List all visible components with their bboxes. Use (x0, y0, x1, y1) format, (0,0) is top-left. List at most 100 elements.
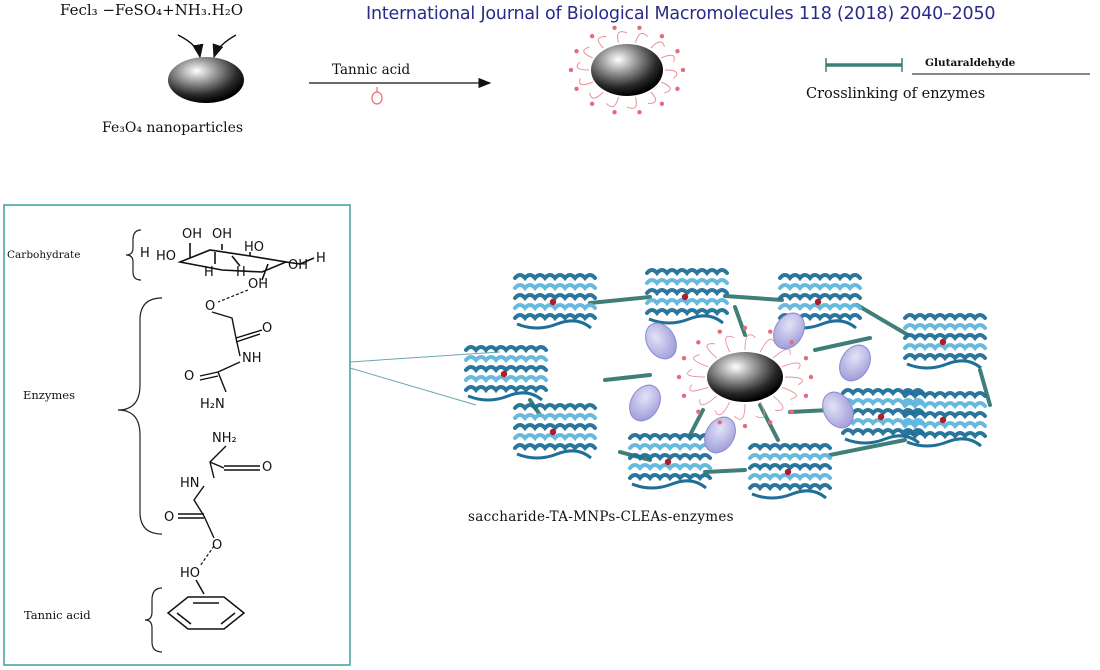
tannic-acid-dot (675, 49, 680, 54)
tannic-acid-petal (693, 354, 709, 368)
enzyme-protein (628, 433, 712, 490)
tannic-acid-dot (742, 325, 748, 331)
tannic-acid-petal (626, 97, 637, 109)
tannic-acid-petal (755, 401, 765, 419)
atom-label: H₂N (200, 397, 225, 412)
tannic-acid-dot (659, 101, 665, 107)
enzyme-protein (513, 403, 597, 460)
atom-label: OH (248, 277, 269, 292)
tannic-acid-dot (589, 101, 595, 107)
crosslink-bar (688, 408, 705, 437)
tannic-acid-petal (661, 54, 675, 62)
reagent-arrows (177, 34, 237, 59)
tannic-acid-petal (772, 395, 784, 411)
reagents-formula: Fecl₃ −FeSO₄+NH₃.H₂O (60, 1, 244, 19)
tannic-acid-dot (612, 110, 617, 115)
nanoparticle-label: Fe₃O₄ nanoparticles (102, 120, 244, 136)
crosslink-bar (978, 368, 992, 407)
tannic-acid-petal (781, 386, 797, 400)
tannic-acid-petal (784, 376, 803, 386)
atom-label: HO (244, 240, 265, 255)
tannic-acid-dot (612, 25, 617, 30)
atom-label: OH (182, 227, 203, 242)
tannic-acid-dot (717, 329, 722, 334)
atom-label: O (164, 510, 175, 525)
tannic-acid-petal (734, 403, 746, 420)
tannic-acid-dot (803, 393, 809, 398)
tannic-acid-petal (706, 343, 718, 359)
assembly-caption: saccharide-TA-MNPs-CLEAs-enzymes (468, 509, 734, 525)
tannic-acid-label: Tannic acid (24, 608, 91, 622)
crosslink-bar (855, 303, 910, 337)
enzyme-protein (645, 268, 729, 325)
atom-label: NH (242, 351, 262, 366)
saccharide-ellipse (839, 344, 871, 382)
tannic-acid-dot (637, 25, 642, 30)
tannic-acid-dot (681, 393, 687, 398)
tannic-acid-petal (772, 348, 791, 359)
tannic-acid-petal (687, 368, 706, 378)
tannic-acid-petal (597, 36, 607, 49)
atom-label: NH₂ (212, 431, 237, 446)
hydrogen-bonds (199, 289, 249, 567)
atom-label: O (262, 321, 273, 336)
tannic-acid-petal (664, 69, 678, 79)
tannic-acid-dot (768, 329, 773, 334)
tannic-acid-dot (659, 33, 665, 39)
tannic-acid-petal (650, 41, 665, 49)
coated-nanoparticle (568, 25, 686, 115)
crosslinking-label: Crosslinking of enzymes (806, 86, 986, 102)
atom-label: H (316, 251, 326, 266)
glutaraldehyde-crosslinker-symbol (825, 58, 903, 72)
atom-label: O (205, 299, 216, 314)
tannic-acid-dot (589, 33, 595, 39)
callout-lines (349, 351, 501, 406)
arrow-label-tannic-acid: Tannic acid (332, 62, 411, 78)
tannic-acid-dot (803, 356, 809, 361)
tannic-acid-petal (589, 91, 604, 99)
atom-label: HN (180, 476, 200, 491)
atom-label: H (140, 246, 150, 261)
tannic-acid-petal (759, 338, 776, 353)
tannic-acid-petal (617, 31, 628, 43)
central-nanoparticle (676, 325, 814, 429)
phenol-ring-structure (166, 579, 246, 630)
atom-label: O (212, 538, 223, 553)
tannic-acid-dot (696, 340, 701, 345)
peptide-chain-structure (178, 311, 263, 539)
tannic-acid-dot (574, 86, 579, 91)
tannic-acid-dot (676, 374, 682, 380)
atom-label: O (184, 369, 195, 384)
saccharide-ellipse (629, 384, 661, 422)
tannic-acid-dot (717, 420, 722, 425)
fe3o4-nanoparticle (168, 57, 244, 103)
tannic-acid-petal (781, 362, 801, 370)
atom-label: OH (212, 227, 233, 242)
enzyme-protein (513, 273, 597, 330)
tannic-acid-petal (699, 395, 718, 406)
tannic-acid-petal (725, 335, 735, 353)
structure-panel (3, 204, 351, 666)
crosslink-bar (813, 336, 872, 352)
enzyme-protein (748, 443, 832, 500)
saccharide-ellipse (645, 322, 677, 360)
enzyme-protein (464, 345, 548, 402)
saccharide-ellipse (773, 312, 805, 350)
tannic-acid-symbol (371, 87, 383, 105)
tannic-acid-petal (605, 97, 620, 108)
tannic-acid-dot (808, 374, 814, 380)
tannic-acid-petal (583, 46, 593, 59)
tannic-acid-dot (675, 86, 680, 91)
tannic-acid-petal (689, 384, 709, 392)
tannic-acid-dot (637, 110, 642, 115)
tannic-acid-dot (696, 409, 701, 414)
atom-label: HO (156, 249, 177, 264)
atom-label: O (262, 460, 273, 475)
enzyme-protein (903, 391, 987, 448)
enzyme-protein (903, 313, 987, 370)
saccharide-ellipse (822, 391, 854, 429)
glutaraldehyde-crosslinks (528, 294, 992, 474)
crosslink-bar (733, 305, 747, 337)
crosslink-bar (723, 294, 784, 302)
